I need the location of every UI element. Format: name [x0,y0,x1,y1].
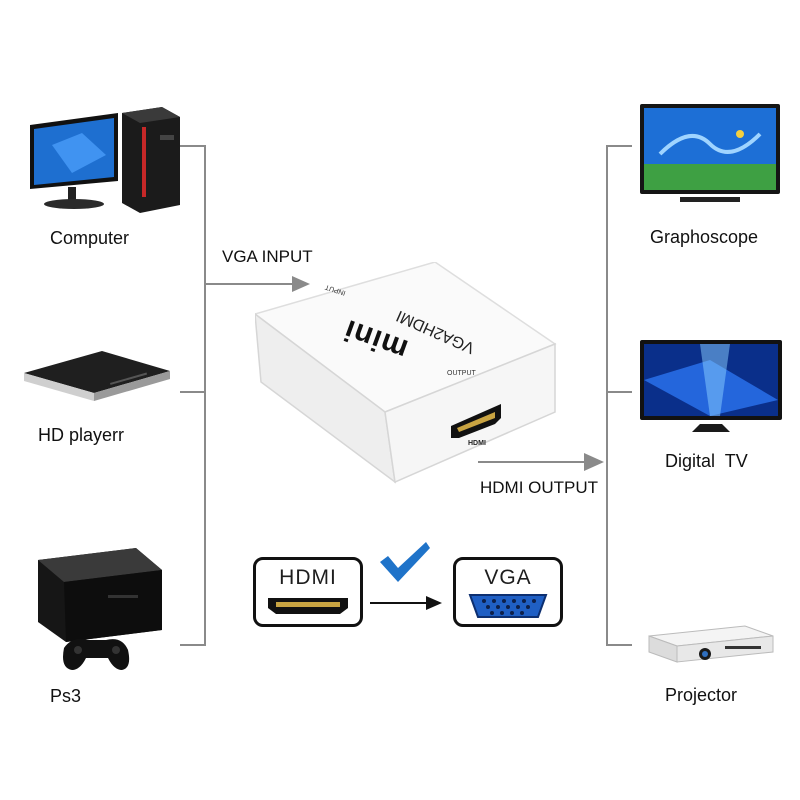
source-label-computer: Computer [50,228,130,248]
flat-screen-tv-icon [640,104,780,202]
hdmi-connector-box: HDMI [253,557,363,627]
vga2hdmi-adapter [255,262,557,484]
digital-tv-icon [640,340,782,432]
adapter-port-tag: HDMI [468,440,486,447]
right-bracket-bottom-tick [606,644,632,646]
vga-input-arrow [204,276,310,292]
source-label-ps3: Ps3 [50,686,82,706]
output-label-graphoscope: Graphoscope [650,227,759,247]
hdmi-connector-label: HDMI [279,566,337,589]
vga-connector-box: VGA [453,557,563,627]
left-bracket-middle-tick [180,391,206,393]
hdmi-output-arrow [478,453,604,471]
left-bracket-bottom-tick [180,644,206,646]
right-bracket-top-tick [606,145,632,147]
left-bracket-top-tick [180,145,206,147]
right-bracket-vertical [606,145,608,646]
adapter-output-tag: OUTPUT [447,370,476,377]
vga-port-icon [468,594,548,618]
vga-connector-label: VGA [484,566,532,589]
ps3-console-icon [38,548,162,670]
left-bracket-vertical [204,145,206,646]
vga-input-label: VGA INPUT [222,247,313,266]
computer-icon [30,107,180,213]
hd-player-icon [24,351,170,401]
output-label-projector: Projector [665,685,738,705]
check-icon [380,542,430,582]
source-label-hd-player: HD playerr [38,425,125,445]
hdmi-port-icon [268,598,348,614]
conversion-arrow [370,596,442,610]
projector-icon [648,625,774,663]
output-label-digital-tv: Digital TV [665,451,748,471]
right-bracket-middle-tick [606,391,632,393]
hdmi-output-label: HDMI OUTPUT [480,478,599,497]
